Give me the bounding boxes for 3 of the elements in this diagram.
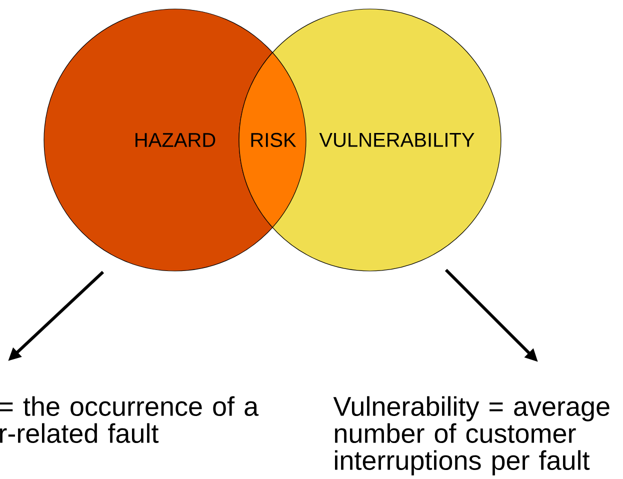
definition-text: = the occurrence of a r-related fault xyxy=(0,396,259,444)
risk-overlap: RISK xyxy=(238,52,306,228)
definition-text: Vulnerability = average number of customer interruptions per fault xyxy=(333,396,610,476)
